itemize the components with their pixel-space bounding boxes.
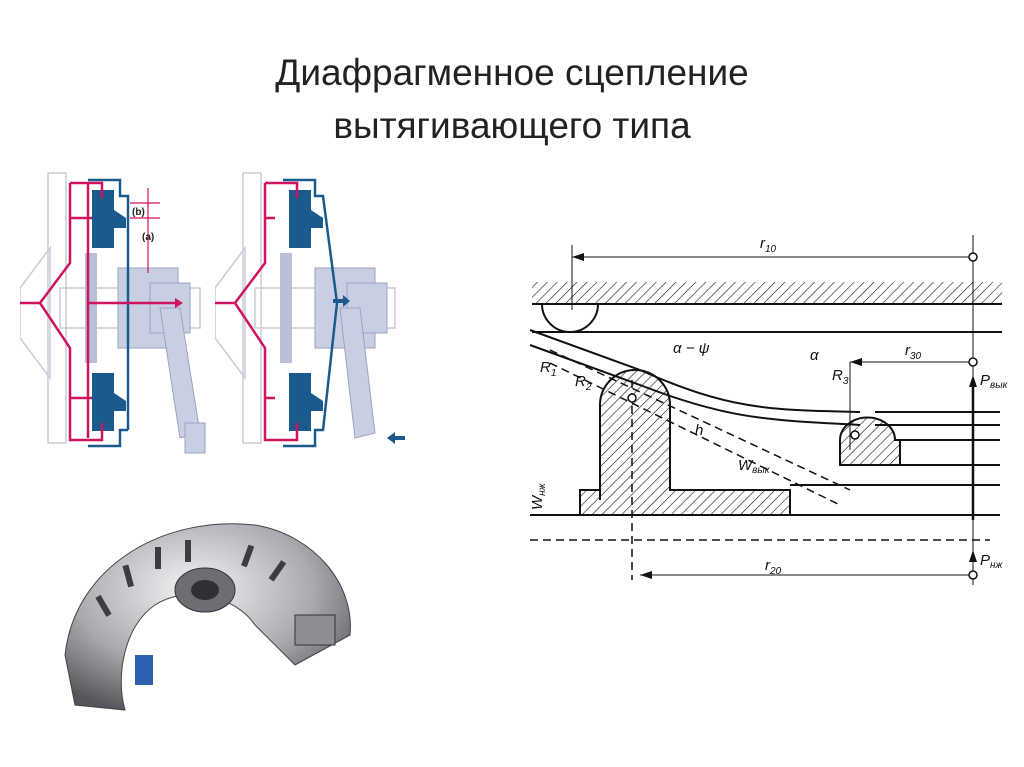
label-p-vyk: Pвык (980, 372, 1009, 391)
label-w-nzh: Wнж (529, 482, 548, 510)
label-R3: R3 (832, 367, 849, 387)
label-h: h (695, 422, 703, 439)
label-alpha: α (810, 347, 819, 364)
clutch-schematic-disengaged (215, 172, 405, 448)
label-w-vyk: Wвык (738, 457, 771, 476)
label-alpha-psi: α − ψ (673, 340, 710, 357)
label-a: (a) (142, 232, 154, 243)
slide-title: Диафрагменное сцепление вытягивающего ти… (0, 46, 1024, 152)
label-r20: r20 (765, 557, 782, 577)
title-line-1: Диафрагменное сцепление (275, 52, 749, 93)
label-p-nzh: Pнж (980, 552, 1004, 571)
label-r10: r10 (760, 235, 777, 255)
title-line-2: вытягивающего типа (333, 105, 691, 146)
label-b: (b) (132, 207, 145, 218)
clutch-photo (64, 523, 351, 711)
diaphragm-spring-drawing: r10 r20 r30 R1 R2 R3 α − ψ α h Wвык Wнж … (529, 235, 1009, 585)
clutch-schematic-engaged: (b) (a) (20, 172, 206, 454)
label-R1: R1 (540, 359, 556, 379)
label-R2: R2 (575, 373, 592, 393)
label-r30: r30 (905, 342, 922, 362)
